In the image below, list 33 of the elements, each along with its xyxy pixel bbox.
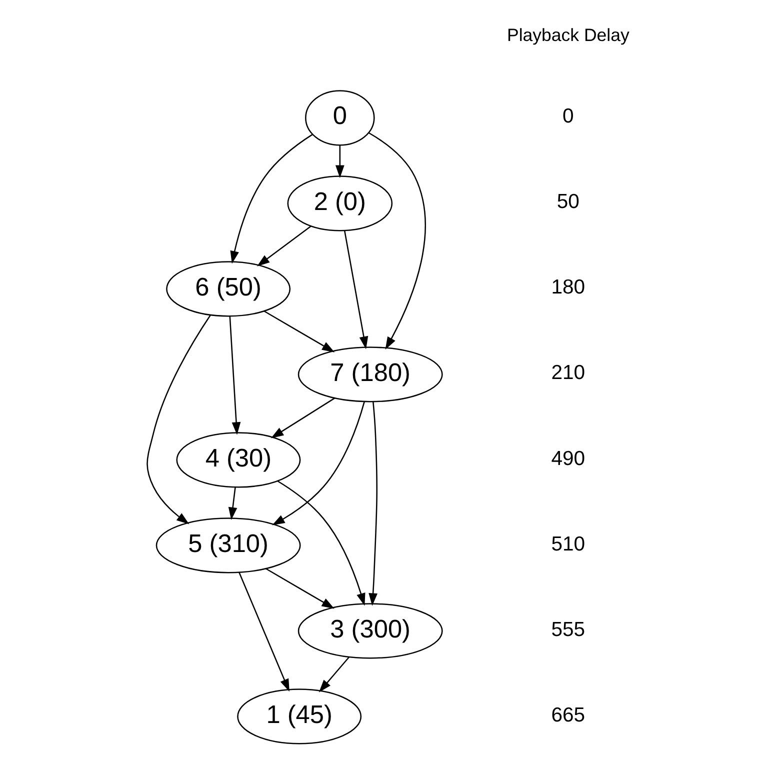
arrow: [276, 480, 365, 606]
arrow: [228, 316, 240, 435]
label: 210: [550, 362, 585, 384]
label: 665: [550, 704, 585, 726]
arrow: [368, 401, 377, 606]
node-ellipse: 3 (300): [297, 603, 442, 659]
label: Playback Delay: [506, 25, 629, 46]
node-ellipse: 7 (180): [297, 346, 442, 402]
label: 180: [550, 276, 585, 299]
arrow: [318, 656, 350, 692]
arrow: [238, 572, 289, 692]
node-ellipse: 4 (30): [176, 432, 300, 488]
arrow: [230, 134, 313, 264]
arrow: [343, 230, 368, 350]
node-ellipse: 6 (50): [166, 261, 290, 317]
arrow: [272, 401, 364, 526]
label: 555: [550, 618, 585, 641]
arrow: [228, 486, 237, 520]
node-ellipse: 1 (45): [236, 688, 362, 744]
arrow: [270, 397, 335, 438]
label: 490: [550, 448, 585, 470]
arrow: [146, 314, 211, 524]
arrow: [263, 310, 334, 352]
node-ellipse: 5 (310): [155, 518, 300, 574]
label: 0: [562, 106, 574, 128]
node-ellipse: 2 (0): [286, 176, 392, 232]
arrow: [334, 144, 344, 178]
arrow: [264, 568, 334, 609]
arrow: [368, 132, 426, 350]
label: 510: [550, 533, 585, 556]
node-ellipse: 0: [304, 90, 374, 146]
arrow: [256, 226, 312, 266]
label: 50: [556, 191, 579, 214]
